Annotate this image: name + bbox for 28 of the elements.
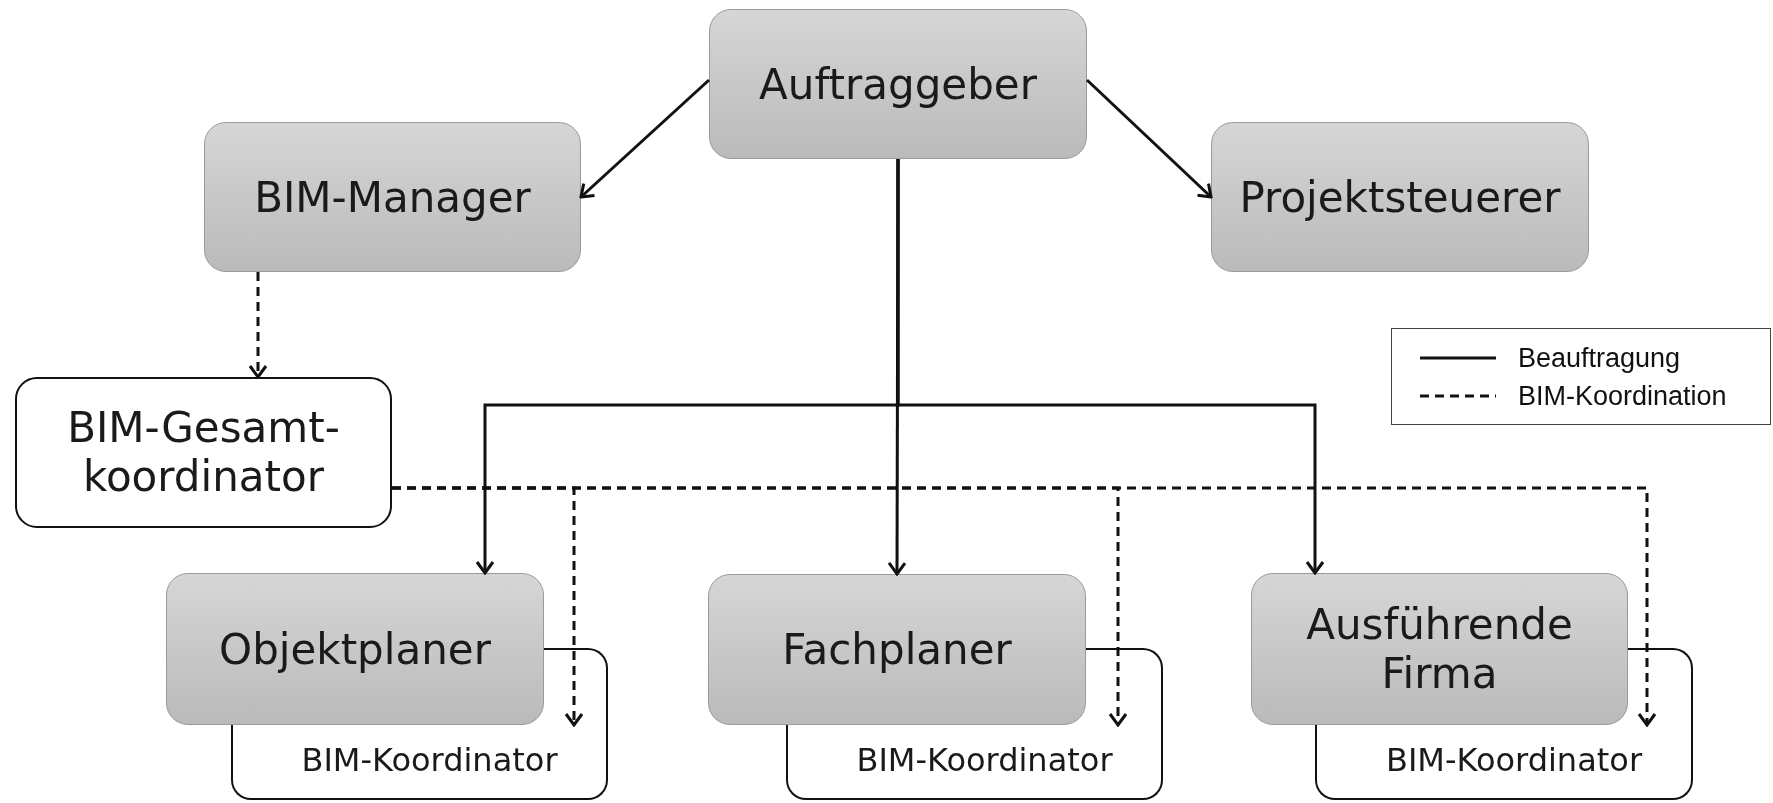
arrow — [579, 78, 710, 199]
role-box — [786, 725, 1163, 800]
node-label: Objektplaner — [219, 624, 491, 674]
legend-label: BIM-Koordination — [1518, 380, 1727, 412]
process-box — [708, 574, 1086, 725]
role-box — [1315, 725, 1693, 800]
node-label: Projektsteuerer — [1239, 172, 1561, 222]
process-box — [1251, 573, 1628, 725]
arrow — [896, 159, 1325, 575]
arrow — [887, 159, 907, 576]
node-label: Ausführende Firma — [1305, 600, 1574, 698]
process-box — [1211, 122, 1589, 272]
legend-label: Beauftragung — [1518, 342, 1681, 374]
process-box — [204, 122, 581, 272]
process-box — [15, 377, 392, 528]
node-label: BIM-Gesamt-koordinator — [66, 404, 341, 501]
node-label: BIM-Koordinator — [1385, 740, 1643, 779]
arrow — [1085, 78, 1213, 199]
node-label: BIM-Manager — [254, 172, 531, 222]
node-label: BIM-Koordinator — [301, 740, 558, 779]
process-box — [166, 573, 544, 725]
node-label: Auftraggeber — [759, 59, 1037, 109]
arrow — [248, 272, 268, 379]
process-box — [709, 9, 1087, 159]
arrow — [392, 486, 1657, 727]
node-label: BIM-Koordinator — [856, 740, 1113, 779]
node-label: Fachplaner — [782, 625, 1012, 674]
role-box — [231, 725, 608, 800]
